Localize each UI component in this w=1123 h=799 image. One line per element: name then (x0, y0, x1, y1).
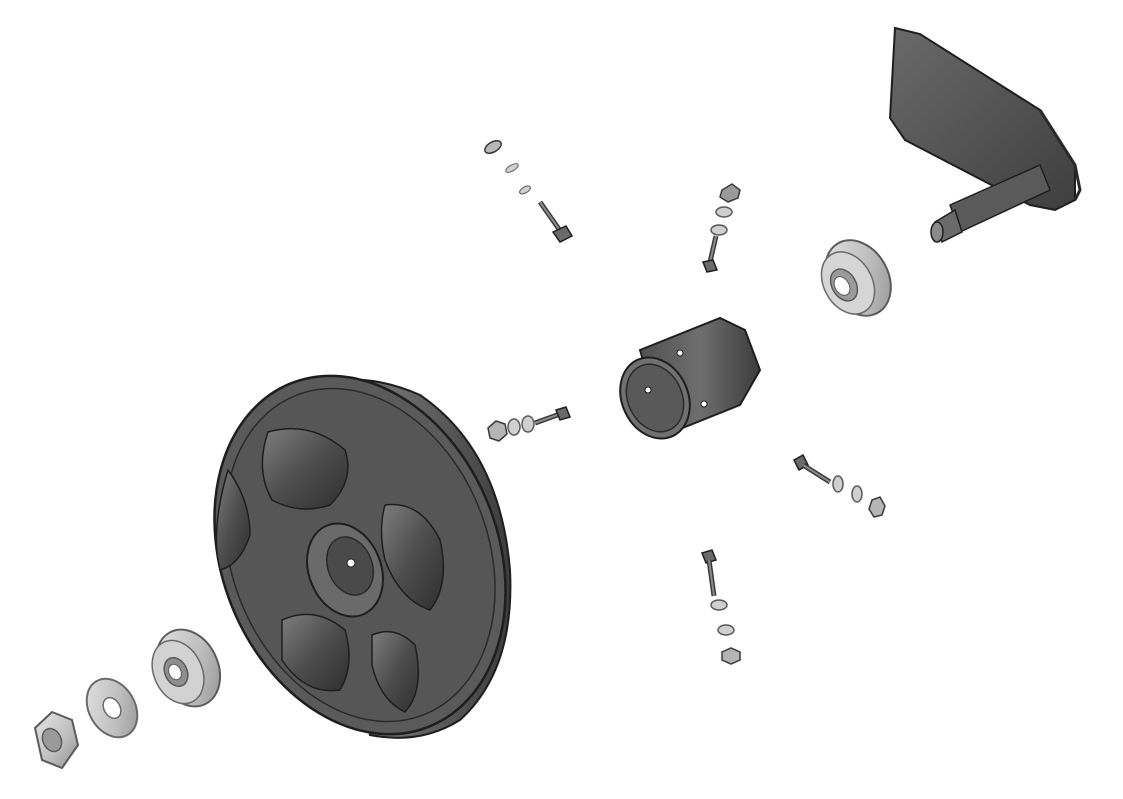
mounting-plate-with-axle (888, 26, 1082, 244)
bolt-upper-right (701, 183, 741, 273)
bolt-bottom (700, 549, 741, 665)
flanged-bearing-right (820, 239, 892, 317)
washer-left (85, 677, 139, 739)
bolt-top (484, 140, 574, 243)
hex-nut-left (33, 710, 80, 770)
wheel (213, 374, 512, 739)
flanged-bearing-left (151, 628, 222, 708)
bolt-right (793, 453, 886, 518)
hub-sleeve (619, 316, 762, 440)
bolt-left (487, 406, 572, 442)
